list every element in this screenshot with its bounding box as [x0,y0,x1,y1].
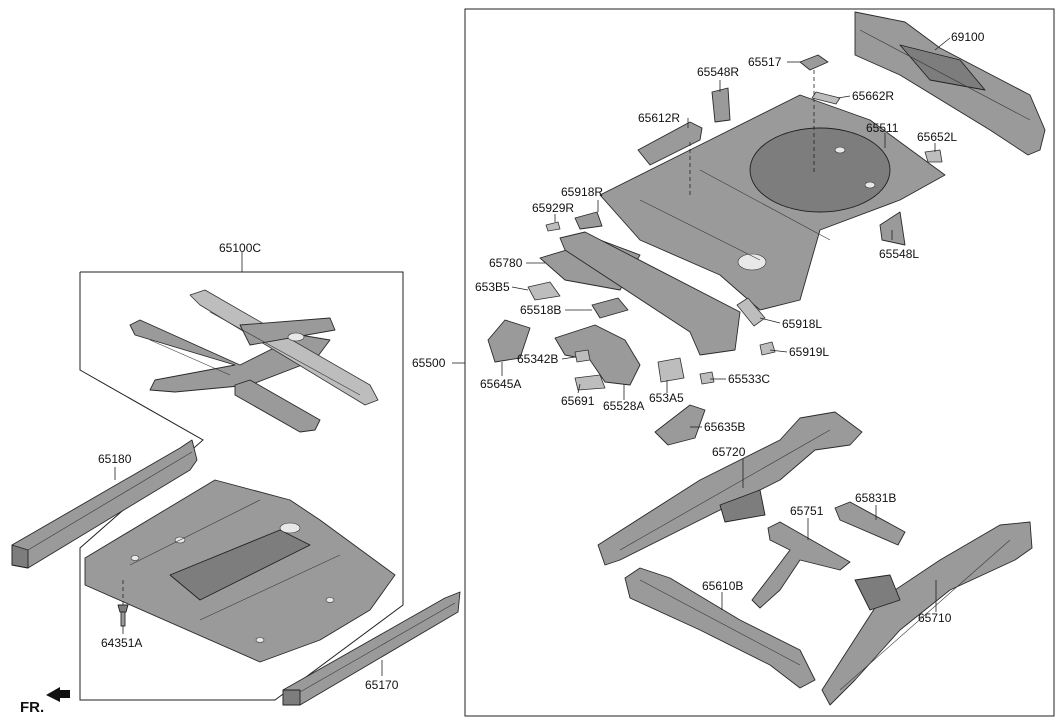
rear-side-member-part [597,411,863,566]
label-65511: 65511 [866,121,899,135]
label-65518B: 65518B [520,303,561,317]
label-65528A: 65528A [603,399,644,413]
label-65180: 65180 [98,452,132,466]
leader-lines [114,37,951,676]
label-65919L: 65919L [789,345,829,359]
small-bracket-parts [487,54,943,446]
label-65720: 65720 [712,445,746,459]
front-floor-panel-part [84,479,396,663]
front-arrow-icon [46,687,70,702]
label-65517: 65517 [748,55,782,69]
label-65610B: 65610B [702,579,743,593]
label-65635B: 65635B [704,420,745,434]
rear-panel-part [854,11,1046,156]
label-65170: 65170 [365,678,399,692]
label-65710: 65710 [918,611,952,625]
label-65612R: 65612R [638,111,680,125]
side-sill-right-part [282,591,461,706]
label-65548R: 65548R [697,65,739,79]
label-64351A: 64351A [101,636,142,650]
rear-crossmember-part [751,521,851,609]
rear-side-member-assembly-part [821,521,1033,706]
side-sill-left-part [11,439,198,569]
label-65918L: 65918L [782,317,822,331]
label-65645A: 65645A [480,377,521,391]
label-65691: 65691 [561,394,595,408]
rear-floor-assembly-frame [452,8,1055,717]
label-65751: 65751 [790,504,824,518]
label-65780: 65780 [489,256,523,270]
rear-floor-side-member-part [624,567,816,689]
label-65533C: 65533C [728,372,770,386]
front-floor-assembly-frame [79,271,404,701]
fr-label: FR. [20,699,44,716]
label-65500: 65500 [412,356,446,370]
label-653A5: 653A5 [649,391,684,405]
front-crossmember-frame-part [129,289,379,433]
label-65342B: 65342B [517,352,558,366]
label-65652L: 65652L [917,130,957,144]
label-65662R: 65662R [852,89,894,103]
front-direction-indicator: FR. [20,687,70,716]
label-65918R: 65918R [561,185,603,199]
label-69100: 69100 [951,30,985,44]
rear-crossmember-bracket-part [834,501,906,546]
label-653B5: 653B5 [475,280,510,294]
label-65548L: 65548L [879,247,919,261]
part-labels: 65100C 65180 64351A 65170 65500 69100 65… [98,30,985,692]
rear-floor-panel-part [599,94,946,311]
label-65100C: 65100C [219,241,261,255]
label-65929R: 65929R [532,201,574,215]
label-65831B: 65831B [855,491,896,505]
